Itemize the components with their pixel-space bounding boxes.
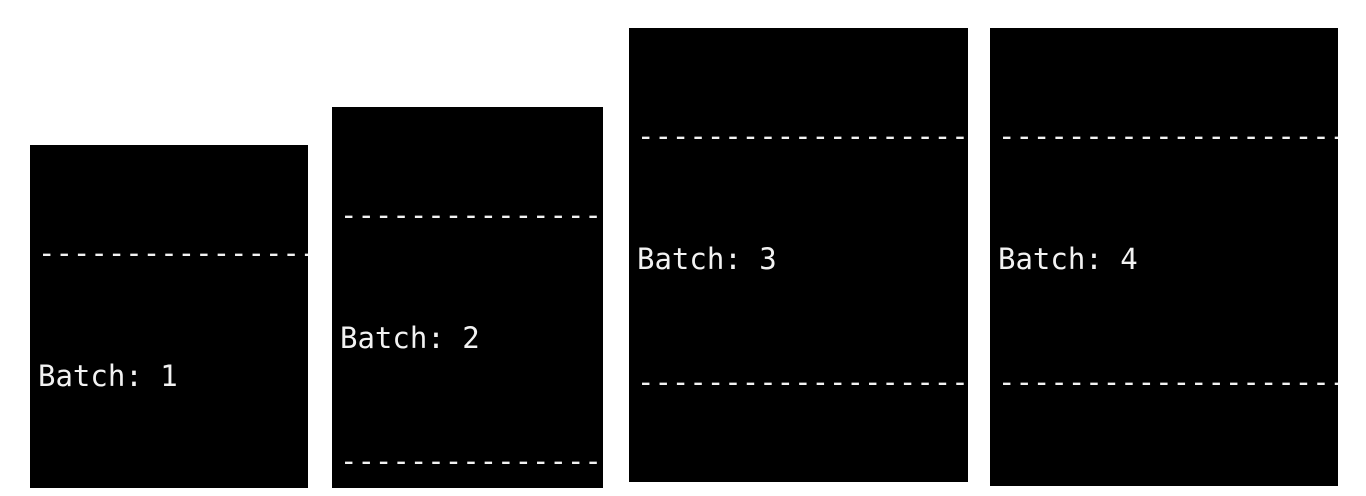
rule-bottom: ----------------------------------------…	[340, 444, 603, 478]
batch-label: Batch: 2	[340, 321, 480, 355]
console-output-batch-4: ----------------------------------------…	[990, 28, 1338, 486]
rule-top: ----------------------------------------…	[637, 119, 968, 153]
batch-label: Batch: 3	[637, 242, 777, 276]
rule-top: ----------------------------------------…	[38, 236, 308, 270]
blank-line	[998, 485, 1338, 486]
rule-bottom: ----------------------------------------…	[637, 365, 968, 399]
console-panel-batch-3: ----------------------------------------…	[629, 28, 968, 482]
rule-bottom: ----------------------------------------…	[998, 365, 1338, 399]
batch-label: Batch: 4	[998, 242, 1138, 276]
rule-top: ----------------------------------------…	[340, 198, 603, 232]
console-output-batch-1: ----------------------------------------…	[30, 145, 308, 488]
console-panel-batch-2: ----------------------------------------…	[332, 107, 603, 488]
console-output-batch-3: ----------------------------------------…	[629, 28, 968, 482]
console-panel-batch-4: ----------------------------------------…	[990, 28, 1338, 486]
rule-bottom: ----------------------------------------…	[38, 479, 308, 488]
batch-label: Batch: 1	[38, 359, 178, 393]
console-panel-batch-1: ----------------------------------------…	[30, 145, 308, 488]
rule-top: ----------------------------------------…	[998, 119, 1338, 153]
console-output-batch-2: ----------------------------------------…	[332, 107, 603, 488]
